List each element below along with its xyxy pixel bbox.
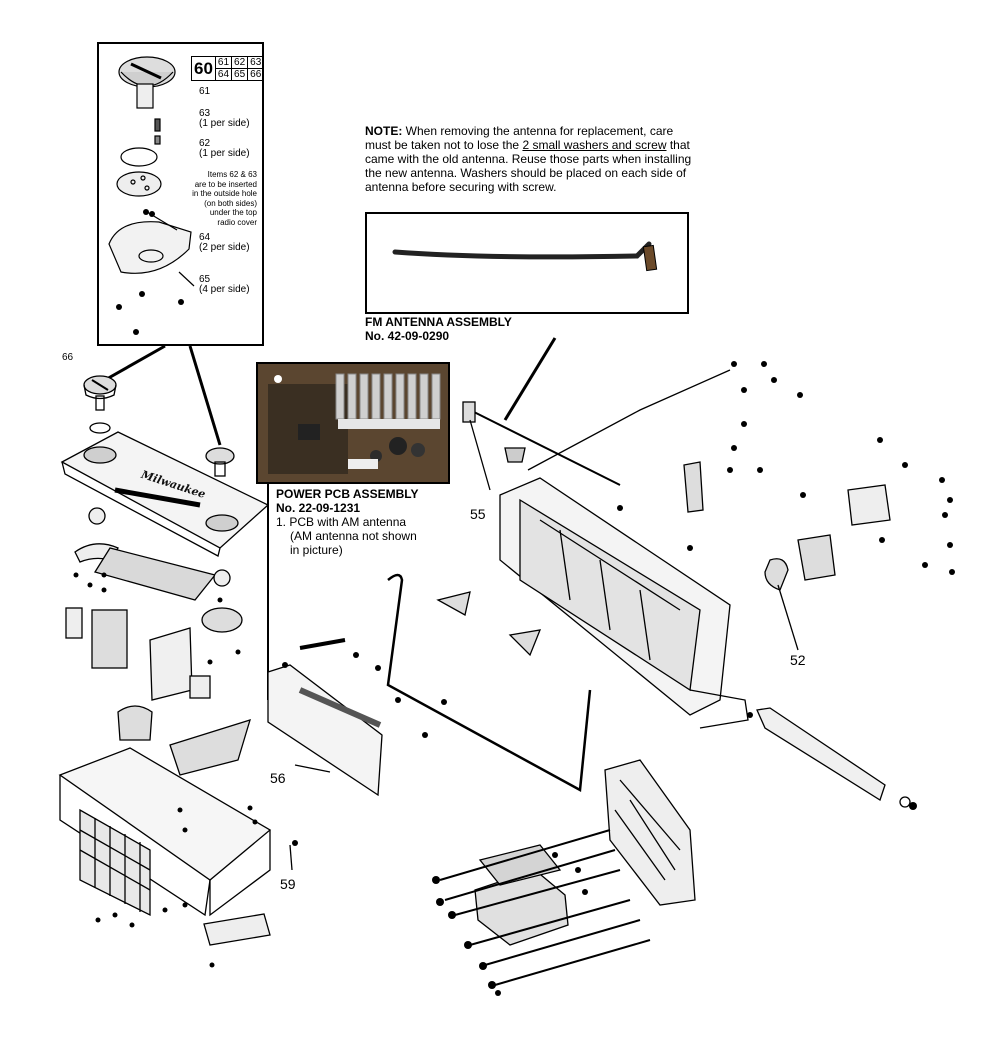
inset-drawing xyxy=(108,56,195,335)
handle-part xyxy=(756,707,911,808)
group-part: 64 xyxy=(214,68,233,81)
callout-62: 62 xyxy=(199,138,211,149)
fm-antenna-drawing xyxy=(392,241,658,272)
back-panel xyxy=(604,759,696,906)
note-prefix: NOTE: xyxy=(365,124,403,138)
callout-63-note: (1 per side) xyxy=(199,118,250,129)
leader-line xyxy=(503,337,557,421)
top-cover xyxy=(60,431,270,557)
base-housing xyxy=(58,719,272,946)
power-pcb-line1: 1. PCB with AM antenna xyxy=(276,515,407,529)
power-pcb-title: POWER PCB ASSEMBLY xyxy=(276,487,419,501)
power-pcb-number: No. 22-09-1231 xyxy=(276,501,361,515)
callout-64: 64 xyxy=(199,232,211,243)
speaker-box xyxy=(474,844,569,946)
front-housing xyxy=(499,477,749,729)
power-pcb-line3: in picture) xyxy=(290,543,343,557)
knob-part xyxy=(83,375,117,434)
callout-64-note: (2 per side) xyxy=(199,242,250,253)
callout-65: 65 xyxy=(199,274,211,285)
callout-65-note: (4 per side) xyxy=(199,284,250,295)
pcb-photo-drawing xyxy=(258,364,448,482)
callout-56: 56 xyxy=(270,770,286,786)
callout-61: 61 xyxy=(199,86,211,97)
antenna-note: NOTE: When removing the antenna for repl… xyxy=(365,124,695,194)
callout-63: 63 xyxy=(199,108,211,119)
antenna-wire xyxy=(386,573,592,793)
fm-antenna-title: FM ANTENNA ASSEMBLY xyxy=(365,315,512,329)
note-text-1: When removing the antenna for replacemen… xyxy=(365,124,674,152)
fm-antenna-inset xyxy=(365,212,689,314)
fm-antenna-number: No. 42-09-0290 xyxy=(365,329,450,343)
callout-66: 66 xyxy=(62,352,74,363)
note-underlined: 2 small washers and screw xyxy=(522,138,667,152)
items-note: Items 62 & 63 are to be inserted in the … xyxy=(192,170,257,227)
group-part: 65 xyxy=(231,68,249,81)
group-part: 63 xyxy=(247,56,265,69)
leader-line xyxy=(104,344,166,382)
power-pcb-line2: (AM antenna not shown xyxy=(290,529,417,543)
parts-inset-box: 60 61 62 63 64 65 66 61 63 (1 per side) … xyxy=(97,42,265,346)
power-pcb-photo xyxy=(256,362,450,484)
group-part: 61 xyxy=(214,56,233,69)
group-part: 66 xyxy=(247,68,265,81)
leader-line xyxy=(188,345,222,446)
group-label: 60 xyxy=(191,56,216,81)
power-pcb-label: POWER PCB ASSEMBLY No. 22-09-1231 1. PCB… xyxy=(276,487,418,557)
part-group-box: 60 61 62 63 64 65 66 xyxy=(191,56,265,81)
callout-52: 52 xyxy=(790,652,806,668)
callout-62-note: (1 per side) xyxy=(199,148,250,159)
callout-59: 59 xyxy=(280,876,296,892)
group-part: 62 xyxy=(231,56,249,69)
callout-55: 55 xyxy=(470,506,486,522)
note-text-2: that came with the old antenna. Reuse th… xyxy=(365,138,692,194)
